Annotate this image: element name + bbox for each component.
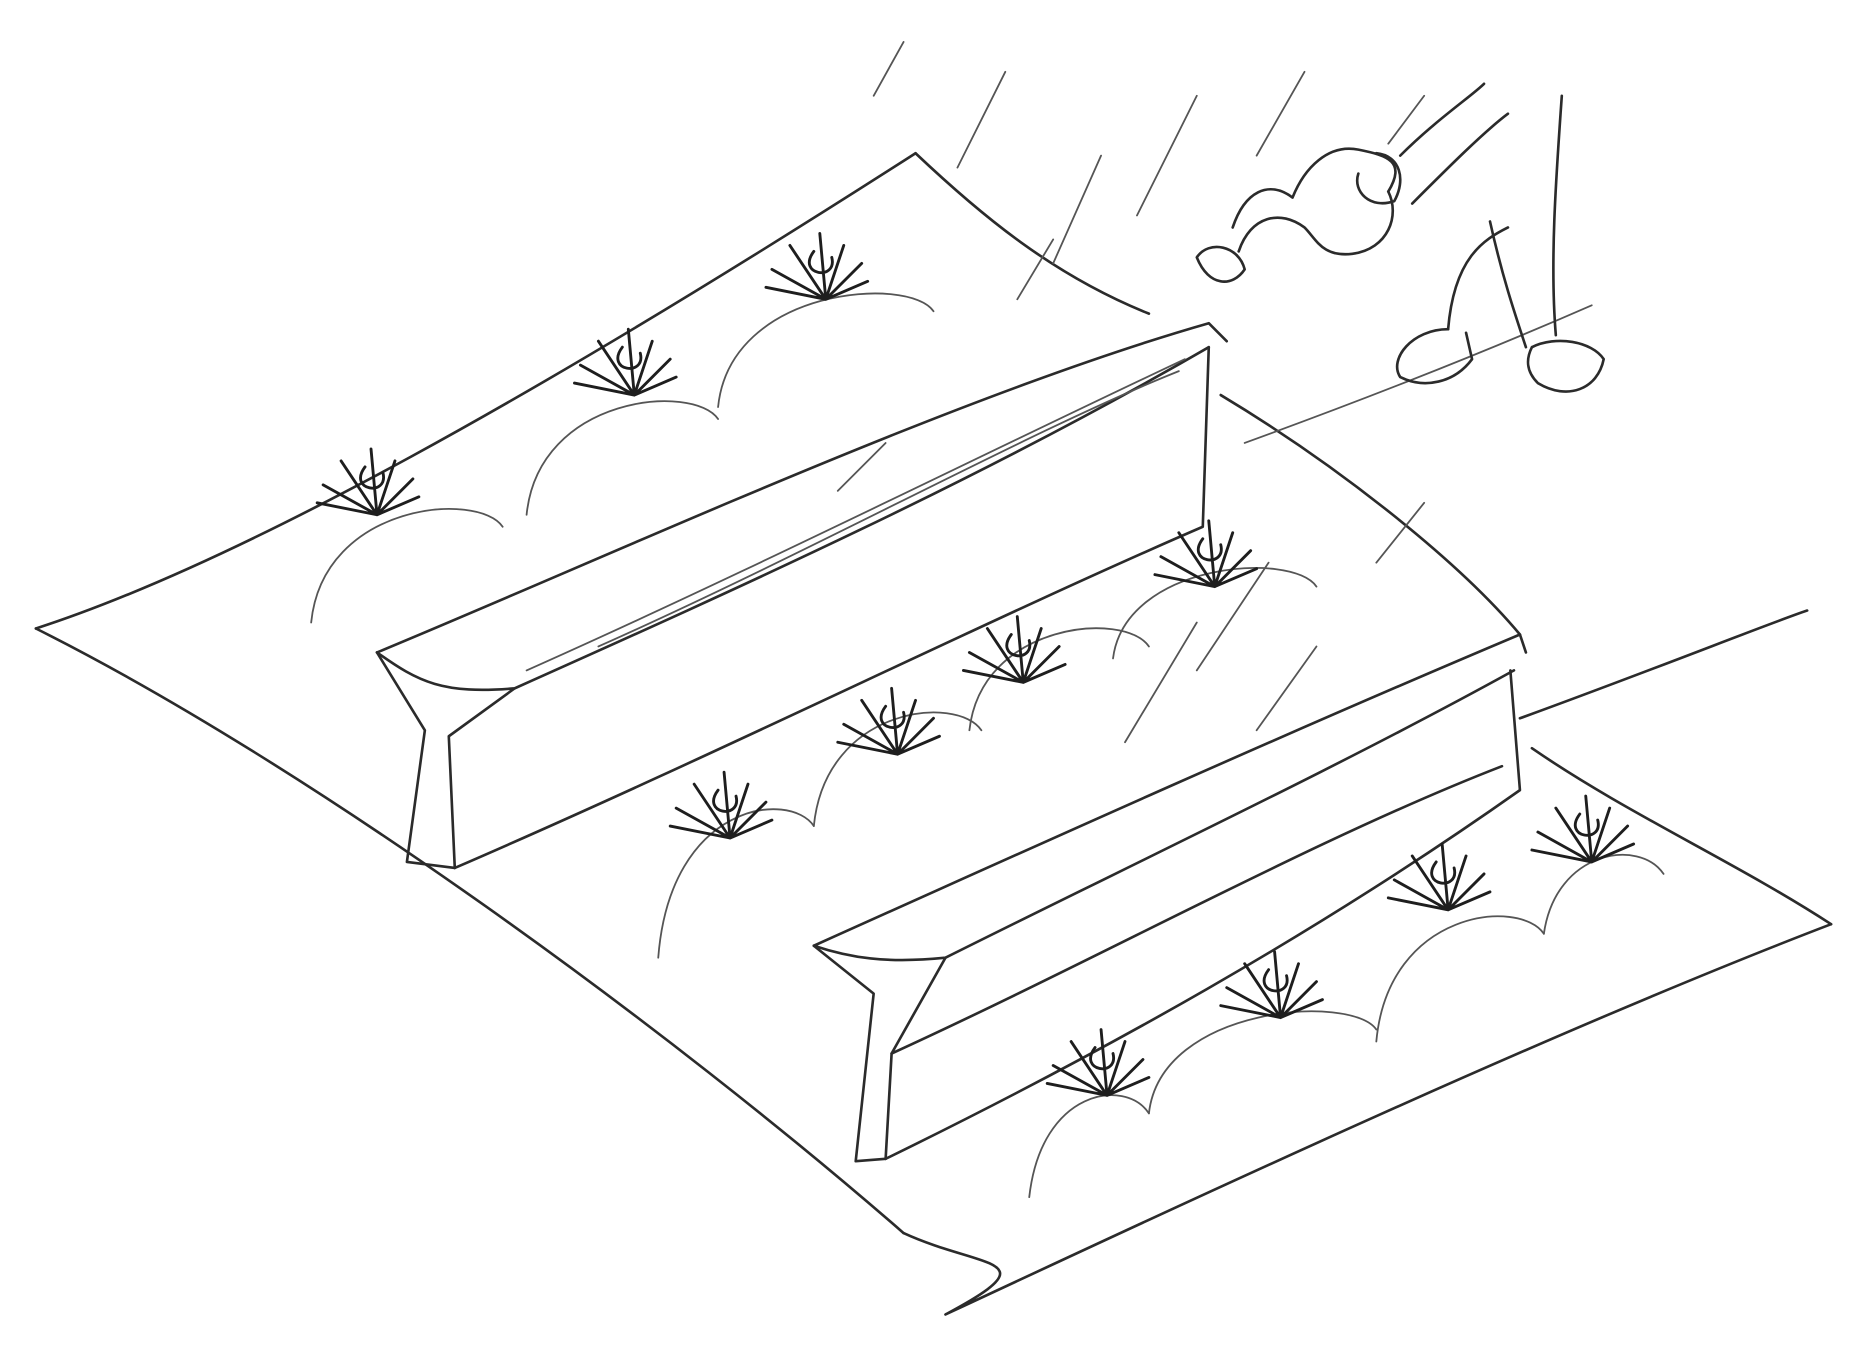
plant-sprout-icon (1530, 794, 1636, 864)
water-spray-line (1387, 94, 1426, 145)
plant-sprout-icon (764, 232, 870, 301)
water-spray-line (1016, 238, 1055, 301)
plant-sprout-icon (573, 327, 678, 397)
plant-sprout-icon (668, 770, 774, 840)
soil-mound (717, 292, 935, 408)
plant-sprout-icon (1386, 842, 1492, 912)
soil-mounds (310, 292, 1665, 1199)
gardener-with-hose (1195, 82, 1606, 393)
soil-mound (657, 808, 815, 959)
plants (315, 232, 1636, 1097)
water-spray-line (1255, 645, 1318, 732)
water-spray-line (1124, 621, 1198, 744)
soil-mound (525, 400, 719, 516)
soil-mound (1028, 1094, 1150, 1199)
soil-mound (1375, 915, 1545, 1043)
water-spray-line (836, 442, 887, 492)
water-spray-lines (836, 41, 1426, 744)
plant-sprout-icon (1153, 519, 1259, 589)
raised-bed-front (812, 633, 1528, 1163)
soil-mound (968, 627, 1150, 732)
raised-bed-back (375, 321, 1229, 870)
water-spray-line (872, 41, 905, 97)
water-spray-line (1375, 501, 1426, 564)
water-spray-line (1255, 70, 1306, 157)
plant-sprout-icon (315, 447, 421, 517)
nozzle-icon (1195, 245, 1246, 283)
water-spray-line (1195, 561, 1270, 672)
water-spray-line (956, 70, 1007, 169)
soil-mound (1148, 1010, 1378, 1115)
soil-mound (310, 508, 504, 624)
soil-mound (1112, 567, 1318, 660)
soil-mound (1542, 853, 1665, 935)
plant-sprout-icon (836, 686, 941, 756)
ground-outline (34, 151, 1833, 1316)
water-spray-line (1052, 154, 1102, 265)
plant-sprout-icon (1045, 1028, 1151, 1097)
plant-sprout-icon (961, 615, 1067, 684)
water-spray-line (1136, 94, 1198, 217)
plant-sprout-icon (1219, 950, 1324, 1020)
soil-mound (812, 711, 983, 827)
